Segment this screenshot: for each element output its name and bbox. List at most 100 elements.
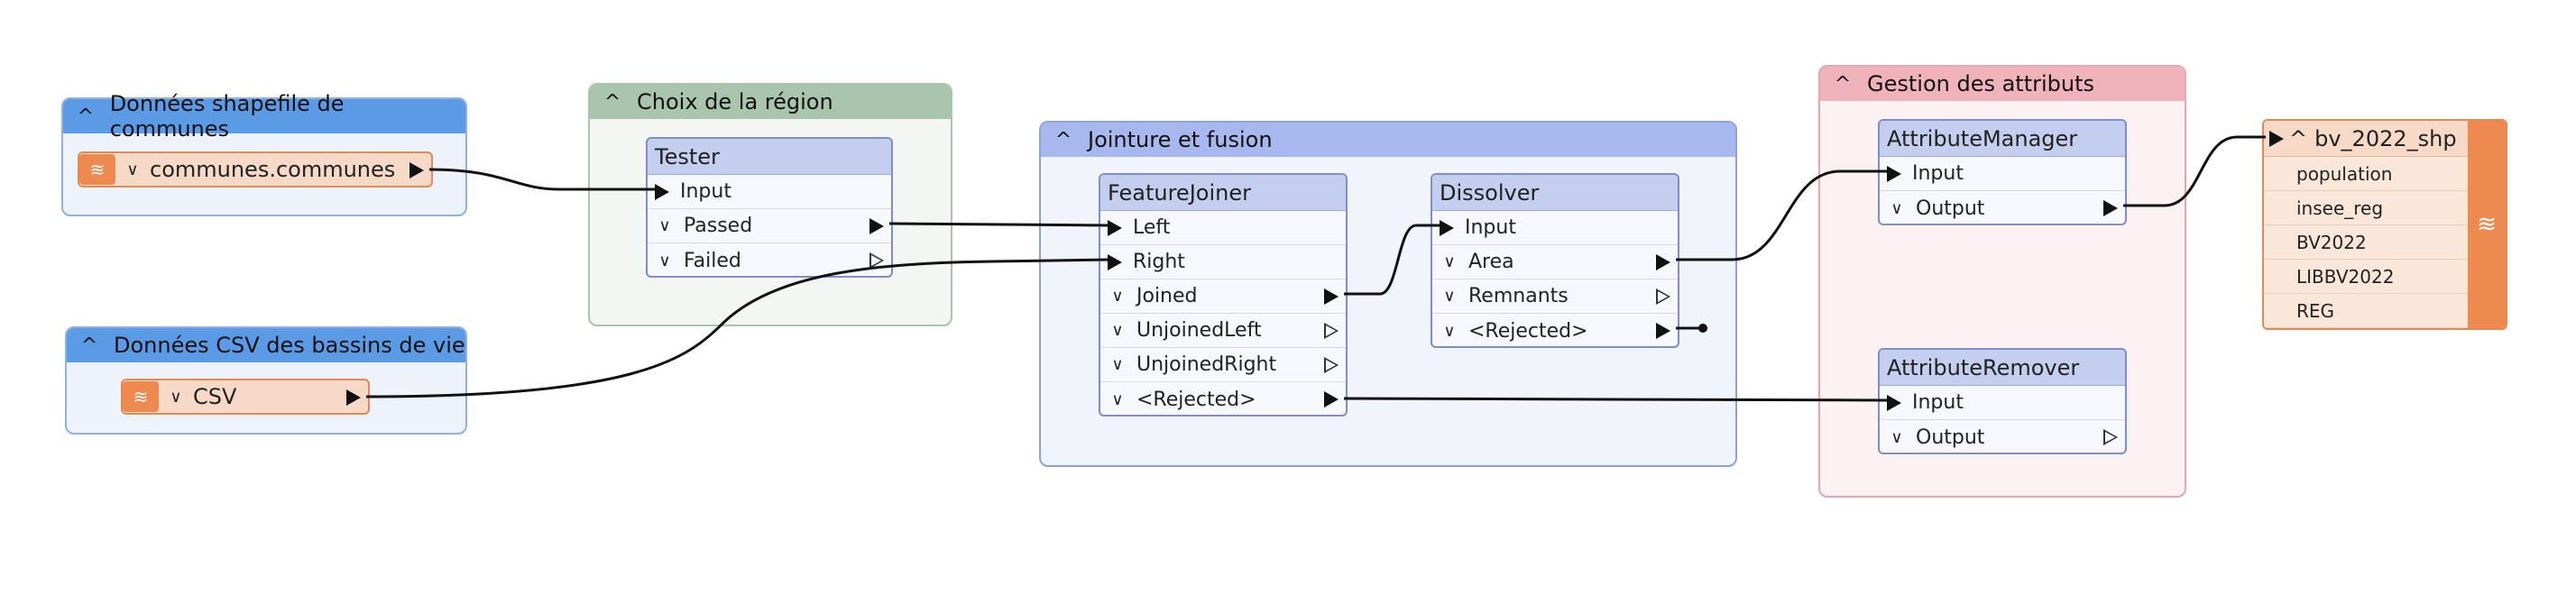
writer-attribute: BV2022 <box>2264 225 2468 260</box>
port-label: Input <box>1912 391 1964 414</box>
output-port-icon[interactable] <box>869 218 884 234</box>
bookmark-header[interactable]: ^ Données shapefile de communes <box>63 91 465 142</box>
port-label: Area <box>1468 251 1514 273</box>
chevron-down-icon[interactable]: ∨ <box>658 216 671 235</box>
caret-up-icon[interactable]: ^ <box>1054 128 1072 151</box>
bookmark-title: Jointure et fusion <box>1088 127 1273 152</box>
port-label: Remnants <box>1468 285 1569 307</box>
port-area[interactable]: ∨ Area <box>1432 245 1678 279</box>
link-csv-to-right <box>365 258 1110 398</box>
input-port-icon[interactable] <box>1108 253 1122 270</box>
output-port-icon[interactable] <box>1656 288 1670 305</box>
port-input[interactable]: Input <box>1432 211 1678 245</box>
chevron-down-icon[interactable]: ∨ <box>1443 287 1456 306</box>
port-label: Input <box>1912 162 1964 185</box>
bookmark-title: Données shapefile de communes <box>109 91 345 142</box>
port-right[interactable]: Right <box>1100 245 1346 279</box>
chevron-down-icon[interactable]: ∨ <box>1443 321 1456 341</box>
input-port-icon[interactable] <box>1108 219 1122 236</box>
port-unjoinedleft[interactable]: ∨ UnjoinedLeft <box>1100 314 1346 348</box>
caret-up-icon[interactable]: ^ <box>603 90 621 114</box>
output-port-icon[interactable] <box>346 389 361 406</box>
chevron-down-icon[interactable]: ∨ <box>1111 321 1124 340</box>
transformer-title: Dissolver <box>1432 175 1678 211</box>
port-label: Input <box>1465 216 1516 239</box>
link-manager-to-writer <box>2123 135 2266 207</box>
chevron-down-icon[interactable]: ∨ <box>1443 252 1456 271</box>
bookmark-title: Gestion des attributs <box>1867 71 2095 96</box>
bookmark-title: Données CSV des bassins de vie <box>114 333 465 358</box>
port-input[interactable]: Input <box>648 175 891 209</box>
port-input[interactable]: Input <box>1880 157 2125 191</box>
caret-up-icon[interactable]: ^ <box>80 334 98 357</box>
output-port-icon[interactable] <box>1324 288 1339 305</box>
port-failed[interactable]: ∨ Failed <box>648 243 891 276</box>
chevron-down-icon[interactable]: ∨ <box>658 251 671 270</box>
output-port-icon[interactable] <box>1324 323 1339 339</box>
bookmark-header[interactable]: ^ Choix de la région <box>590 85 951 119</box>
port-input[interactable]: Input <box>1880 386 2125 420</box>
chevron-down-icon[interactable]: ∨ <box>1111 287 1124 306</box>
writer-title-bar[interactable]: ^ bv_2022_shp <box>2264 121 2468 157</box>
transformer-featurejoiner[interactable]: FeatureJoiner Left Right ∨Joined ∨Unjoin… <box>1099 173 1348 416</box>
port-label: Right <box>1133 251 1185 273</box>
input-port-icon[interactable] <box>2269 130 2284 147</box>
output-port-icon[interactable] <box>869 252 884 269</box>
port-label: UnjoinedLeft <box>1136 319 1262 342</box>
writer-attribute: REG <box>2264 294 2468 328</box>
reader-csv[interactable]: ≋ ∨ CSV <box>121 379 370 415</box>
chevron-down-icon[interactable]: ∨ <box>1891 427 1903 447</box>
reader-communes[interactable]: ≋ ∨ communes.communes <box>78 151 433 188</box>
writer-attribute: insee_reg <box>2264 191 2468 225</box>
link-joined-to-dissolver <box>1344 224 1440 296</box>
port-passed[interactable]: ∨Passed <box>648 209 891 243</box>
port-output[interactable]: ∨Output <box>1880 191 2125 224</box>
bookmark-header[interactable]: ^ Gestion des attributs <box>1820 67 2185 101</box>
port-left[interactable]: Left <box>1100 211 1346 245</box>
bookmark-header[interactable]: ^ Données CSV des bassins de vie <box>67 328 465 362</box>
transformer-attributemanager[interactable]: AttributeManager Input ∨Output <box>1878 119 2127 225</box>
writer-attribute: population <box>2264 157 2468 191</box>
port-remnants[interactable]: ∨ Remnants <box>1432 279 1678 314</box>
port-label: <Rejected> <box>1136 388 1256 411</box>
chevron-down-icon[interactable]: ∨ <box>1891 198 1903 218</box>
output-port-icon[interactable] <box>1324 357 1339 373</box>
chevron-down-icon[interactable]: ∨ <box>126 160 139 179</box>
bookmark-header[interactable]: ^ Jointure et fusion <box>1041 123 1735 157</box>
input-port-icon[interactable] <box>1887 394 1901 411</box>
output-port-icon[interactable] <box>2103 429 2118 445</box>
port-joined[interactable]: ∨Joined <box>1100 279 1346 314</box>
port-label: Left <box>1133 216 1171 239</box>
caret-up-icon[interactable]: ^ <box>77 105 95 128</box>
layers-icon: ≋ <box>79 154 115 185</box>
chevron-down-icon[interactable]: ∨ <box>1111 355 1124 374</box>
output-port-icon[interactable] <box>2103 200 2118 216</box>
port-unjoinedright[interactable]: ∨UnjoinedRight <box>1100 348 1346 382</box>
writer-bv-2022-shp[interactable]: ^ bv_2022_shp population insee_reg BV202… <box>2262 119 2507 330</box>
output-port-icon[interactable] <box>1656 254 1670 270</box>
chevron-down-icon[interactable]: ∨ <box>170 387 182 407</box>
input-port-icon[interactable] <box>655 183 669 200</box>
output-port-icon[interactable] <box>1656 323 1670 339</box>
chevron-down-icon[interactable]: ∨ <box>1111 389 1124 409</box>
layers-icon: ≋ <box>2468 121 2506 328</box>
output-port-icon[interactable] <box>1324 391 1339 407</box>
caret-up-icon[interactable]: ^ <box>2289 125 2308 151</box>
input-port-icon[interactable] <box>1887 165 1901 182</box>
link-area-to-manager <box>1676 169 1889 261</box>
port-rejected[interactable]: ∨ <Rejected> <box>1432 314 1678 346</box>
reader-name: communes.communes <box>150 157 396 182</box>
port-label: Failed <box>684 249 741 272</box>
output-port-icon[interactable] <box>409 162 424 178</box>
port-output[interactable]: ∨Output <box>1880 420 2125 453</box>
transformer-tester[interactable]: Tester Input ∨Passed ∨Failed <box>646 137 893 278</box>
transformer-title: FeatureJoiner <box>1100 175 1346 211</box>
writer-name: bv_2022_shp <box>2314 125 2457 151</box>
transformer-attributeremover[interactable]: AttributeRemover Input ∨Output <box>1878 348 2127 454</box>
port-label: <Rejected> <box>1468 319 1588 343</box>
transformer-dissolver[interactable]: Dissolver Input ∨ Area ∨ Remnants ∨ <Reject… <box>1431 173 1679 348</box>
caret-up-icon[interactable]: ^ <box>1834 72 1852 96</box>
port-rejected[interactable]: ∨ <Rejected> <box>1100 382 1346 415</box>
input-port-icon[interactable] <box>1440 219 1454 236</box>
